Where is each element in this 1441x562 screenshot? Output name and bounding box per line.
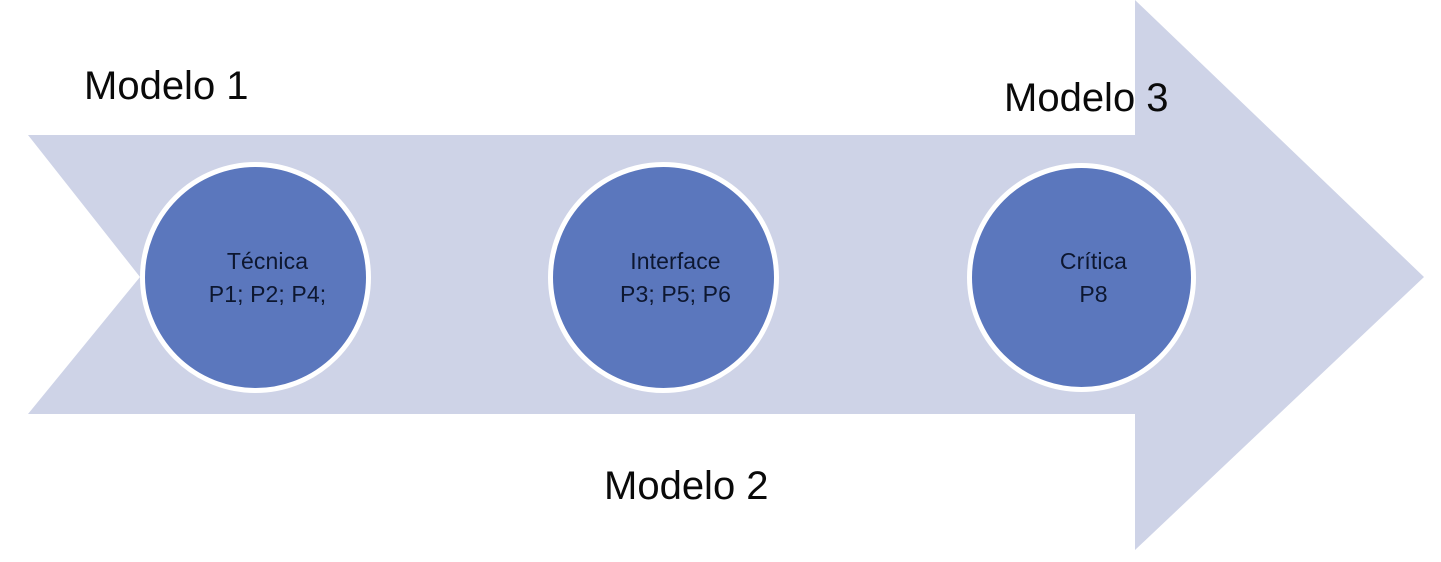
model-label-modelo-2: Modelo 2 — [604, 464, 769, 508]
stage-node-label-block: Técnica P1; P2; P4; — [209, 245, 326, 310]
stage-title: Crítica — [1059, 247, 1128, 274]
stage-node-critica[interactable]: Crítica P8 — [967, 163, 1196, 392]
stage-node-label-block: Crítica P8 — [1060, 245, 1127, 310]
stage-node-label-block: Interface P3; P5; P6 — [620, 245, 731, 310]
stage-codes: P8 — [1079, 280, 1108, 307]
stage-title: Interface — [630, 247, 721, 274]
stage-node-tecnica[interactable]: Técnica P1; P2; P4; — [140, 162, 371, 393]
stage-node-interface[interactable]: Interface P3; P5; P6 — [548, 162, 779, 393]
stage-codes: P1; P2; P4; — [208, 280, 327, 307]
model-label-modelo-3: Modelo 3 — [1004, 76, 1169, 120]
stage-codes: P3; P5; P6 — [620, 280, 731, 307]
model-label-modelo-1: Modelo 1 — [84, 64, 249, 108]
stage-title: Técnica — [226, 247, 309, 274]
